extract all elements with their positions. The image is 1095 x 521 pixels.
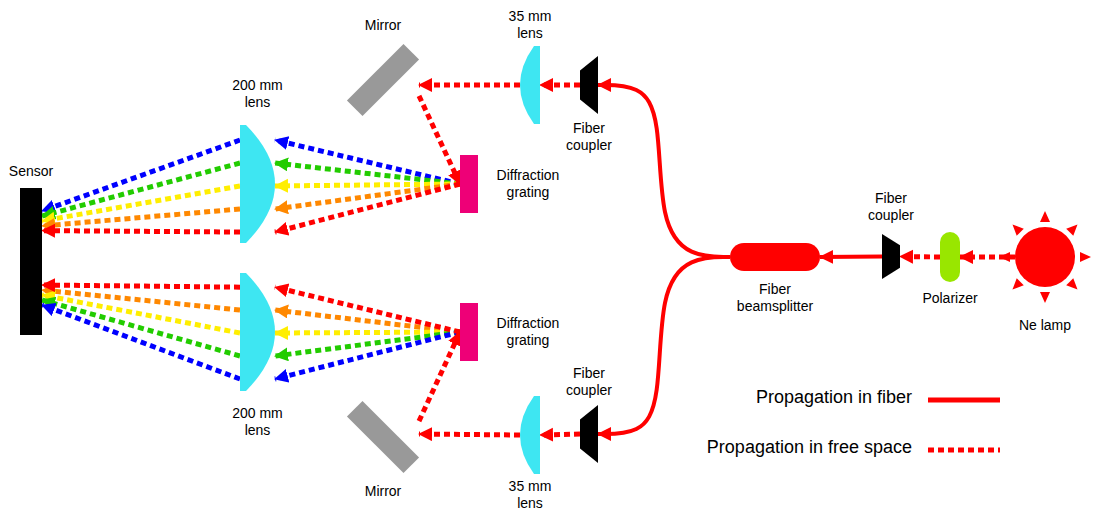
diffraction-grating-outline xyxy=(460,155,478,213)
free-space-beam xyxy=(42,231,240,232)
component-label: Fiber coupler xyxy=(554,120,624,154)
spectral-ray xyxy=(275,332,460,356)
component-label: Mirror xyxy=(353,483,413,500)
sensor: Sensor xyxy=(20,188,42,335)
component-label: Fiber coupler xyxy=(856,190,926,224)
fiber-coupler-outline xyxy=(580,56,598,114)
spectral-ray xyxy=(42,305,240,379)
component-label: Ne lamp xyxy=(1005,317,1085,334)
legend-free-space-sample xyxy=(928,448,1000,453)
component-label: Diffraction grating xyxy=(486,315,570,349)
spectral-ray xyxy=(42,300,240,356)
fiber-beamsplitter-outline xyxy=(730,243,820,271)
component-label: 200 mm lens xyxy=(227,405,289,439)
spectral-ray xyxy=(275,184,460,186)
legend-text: Propagation in fiber xyxy=(707,386,912,436)
fiber-coupler-outline xyxy=(580,405,598,463)
free-space-beam xyxy=(419,332,460,421)
mirror: Mirror xyxy=(347,44,419,116)
free-space-beam xyxy=(419,96,460,184)
polarizer: Polarizer xyxy=(940,232,960,282)
diffraction-grating: Diffraction grating xyxy=(460,155,478,213)
spectral-ray xyxy=(275,140,460,184)
diffraction-grating: Diffraction grating xyxy=(460,303,478,361)
spectral-ray xyxy=(275,184,460,209)
component-label: Polarizer xyxy=(905,290,995,307)
fiber-coupler: Fiber coupler xyxy=(882,234,900,279)
spectral-ray xyxy=(275,310,460,332)
spectral-ray xyxy=(275,332,460,333)
lens: 35 mm lens xyxy=(520,396,540,474)
free-space-beam xyxy=(900,254,940,260)
fiber-path xyxy=(820,255,882,260)
mirror-outline xyxy=(347,401,419,473)
lens-outline xyxy=(240,273,275,391)
fiber-coupler: Fiber coupler xyxy=(580,56,598,114)
spectral-ray xyxy=(275,332,460,379)
mirror-outline xyxy=(347,44,419,116)
fiber-coupler: Fiber coupler xyxy=(580,405,598,463)
spectral-ray xyxy=(42,163,240,216)
free-space-beam xyxy=(275,184,460,232)
free-space-beam xyxy=(42,285,240,287)
fiber-beamsplitter: Fiber beamsplitter xyxy=(730,243,820,271)
spectral-ray xyxy=(275,163,460,184)
component-label: Mirror xyxy=(353,17,413,34)
lens: 200 mm lens xyxy=(240,273,275,391)
polarizer-outline xyxy=(940,232,960,282)
lens: 200 mm lens xyxy=(240,125,275,243)
lens-outline xyxy=(520,46,540,124)
legend-fiber-sample xyxy=(928,398,1000,403)
diffraction-grating-outline xyxy=(460,303,478,361)
legend-text: Propagation in free space xyxy=(707,436,912,486)
lamp-source-outline xyxy=(1015,227,1075,287)
free-space-beam xyxy=(419,83,520,88)
free-space-beam xyxy=(275,287,460,332)
component-label: 200 mm lens xyxy=(227,77,289,111)
spectral-ray xyxy=(42,140,240,211)
mirror: Mirror xyxy=(347,401,419,473)
fiber-path xyxy=(598,85,730,257)
component-label: Fiber coupler xyxy=(554,365,624,399)
component-label: 35 mm lens xyxy=(503,8,558,42)
lamp-source: Ne lamp xyxy=(1015,227,1075,287)
fiber-path xyxy=(598,257,730,434)
free-space-beam xyxy=(419,434,520,435)
lens-outline xyxy=(240,125,275,243)
spectral-ray xyxy=(42,186,240,221)
free-space-beam xyxy=(540,83,580,88)
component-label: Diffraction grating xyxy=(486,167,570,201)
lens: 35 mm lens xyxy=(520,46,540,124)
component-label: Sensor xyxy=(1,163,61,180)
fiber-coupler-outline xyxy=(882,234,900,279)
lens-outline xyxy=(520,396,540,474)
legend: Propagation in fiberPropagation in free … xyxy=(707,386,912,486)
component-label: Fiber beamsplitter xyxy=(730,281,820,315)
free-space-beam xyxy=(540,434,580,435)
component-label: 35 mm lens xyxy=(503,478,558,512)
sensor-outline xyxy=(20,188,42,335)
spectral-ray xyxy=(42,209,240,226)
